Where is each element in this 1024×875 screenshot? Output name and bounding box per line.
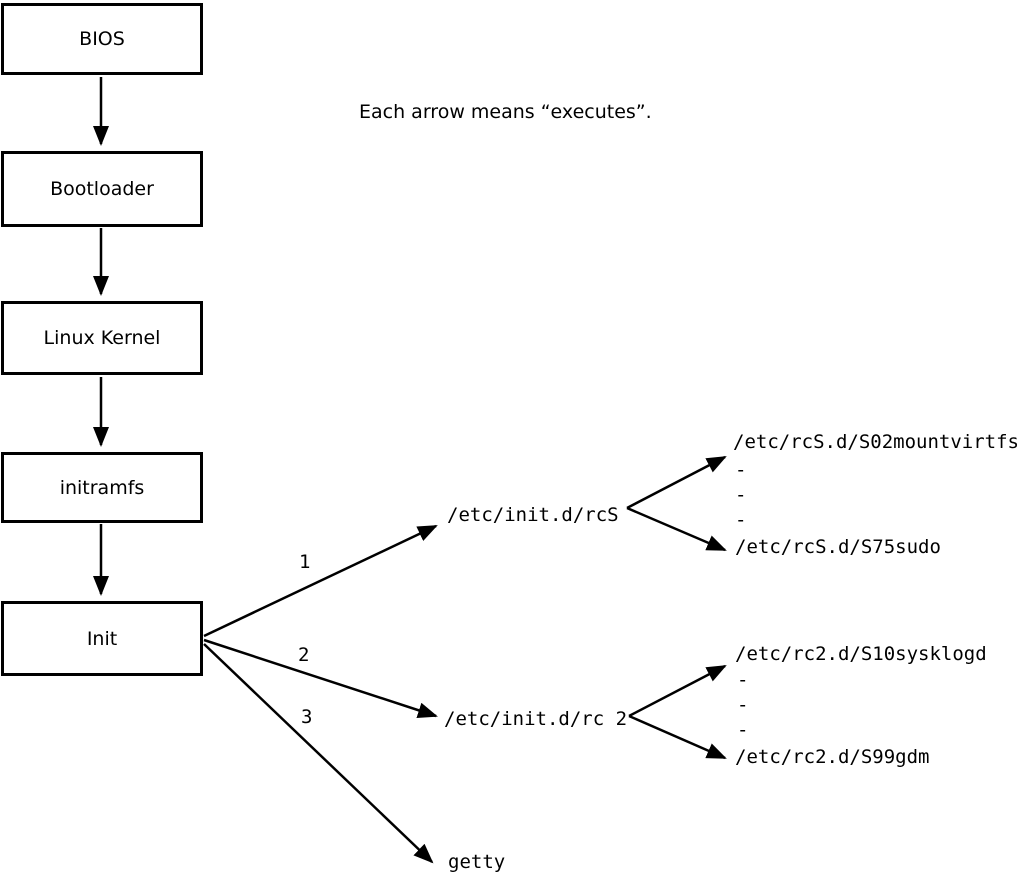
node-rcS-first-script: /etc/rcS.d/S02mountvirtfs bbox=[733, 431, 1019, 453]
box-bios: BIOS bbox=[1, 3, 203, 75]
node-rcS-last-script: /etc/rcS.d/S75sudo bbox=[735, 536, 941, 558]
arrow-label-3: 3 bbox=[301, 706, 313, 728]
dash: - bbox=[735, 484, 747, 506]
box-bootloader-label: Bootloader bbox=[50, 178, 154, 200]
arrow-init-to-rcS bbox=[203, 524, 438, 638]
box-initramfs: initramfs bbox=[1, 452, 203, 523]
arrow-rc2-to-s99gdm bbox=[628, 714, 727, 760]
box-initramfs-label: initramfs bbox=[59, 476, 145, 499]
node-etc-init-d-rcS: /etc/init.d/rcS bbox=[447, 504, 619, 526]
dash: - bbox=[735, 509, 747, 531]
node-rc2-first-script: /etc/rc2.d/S10sysklogd bbox=[735, 643, 987, 665]
arrow-rc2-to-s10sysklogd bbox=[628, 664, 727, 718]
node-getty: getty bbox=[448, 851, 506, 873]
rc2-ellipsis-dashes: - - - bbox=[737, 668, 748, 743]
arrow-init-to-rc2 bbox=[203, 638, 438, 718]
dash: - bbox=[737, 719, 749, 741]
legend-note: Each arrow means “executes”. bbox=[359, 101, 652, 123]
rcS-ellipsis-dashes: - - - bbox=[735, 458, 746, 533]
box-bootloader: Bootloader bbox=[1, 151, 203, 227]
arrow-init-to-getty bbox=[203, 643, 434, 864]
box-bios-label: BIOS bbox=[79, 28, 125, 50]
arrow-rcS-to-s02mountvirtfs bbox=[626, 455, 727, 510]
dash: - bbox=[735, 459, 747, 481]
arrow-label-2: 2 bbox=[298, 644, 310, 666]
arrow-label-1: 1 bbox=[299, 551, 311, 573]
box-init: Init bbox=[1, 601, 203, 676]
dash: - bbox=[737, 694, 749, 716]
arrow-rcS-to-s75sudo bbox=[626, 506, 727, 552]
box-linux-kernel-label: Linux Kernel bbox=[43, 327, 161, 349]
node-rc2-last-script: /etc/rc2.d/S99gdm bbox=[735, 746, 930, 768]
node-etc-init-d-rc2: /etc/init.d/rc 2 bbox=[444, 708, 628, 730]
dash: - bbox=[737, 669, 749, 691]
box-linux-kernel: Linux Kernel bbox=[1, 301, 203, 375]
box-init-label: Init bbox=[86, 627, 118, 650]
